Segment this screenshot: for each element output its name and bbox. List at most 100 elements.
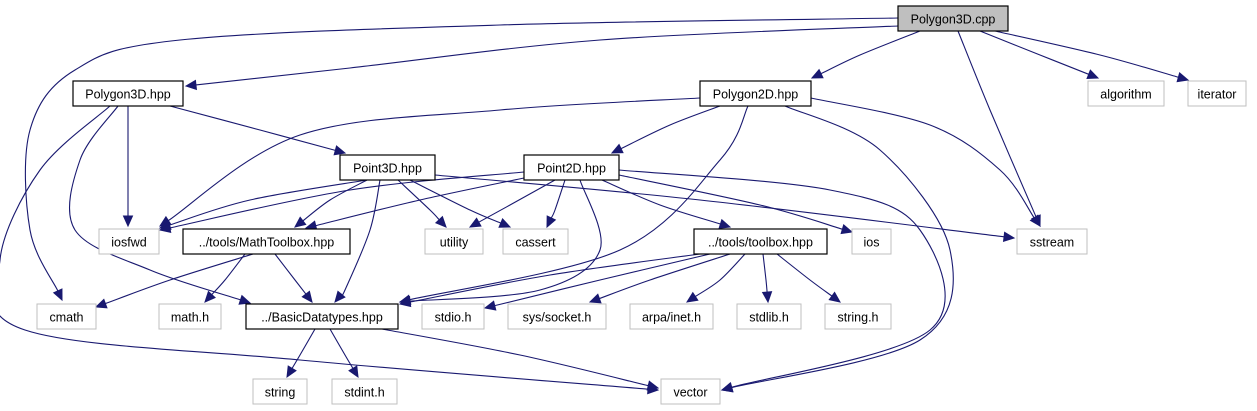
edge-toolbox-hpp-to-basicdatatypes-hpp — [398, 253, 701, 308]
node-stdint-h: stdint.h — [331, 378, 398, 405]
edge-mathtoolbox-hpp-to-basicdatatypes-hpp — [274, 253, 313, 303]
edge-point2d-hpp-to-vector — [618, 169, 946, 393]
arrowhead-icon — [434, 215, 447, 228]
node-label: vector — [673, 386, 707, 400]
edge-line — [776, 253, 833, 297]
edge-line — [274, 253, 307, 295]
edge-point2d-hpp-to-utility — [468, 179, 556, 228]
node-string: string — [252, 378, 308, 405]
edge-line — [169, 171, 525, 229]
node-label: ios — [864, 236, 880, 250]
node-box — [824, 303, 892, 330]
edge-line — [478, 179, 556, 223]
node-basicdatatypes-hpp[interactable]: ../BasicDatatypes.hpp — [245, 303, 399, 330]
edge-line — [105, 253, 254, 305]
edge-toolbox-hpp-to-stdlib-h — [761, 253, 773, 304]
arrowhead-icon — [334, 290, 346, 303]
node-label: stdio.h — [435, 311, 472, 325]
edge-line — [550, 179, 566, 219]
arrowhead-icon — [610, 143, 624, 154]
edge-line — [409, 179, 602, 302]
edge-line — [810, 97, 1035, 219]
arrowhead-icon — [204, 290, 216, 303]
node-label: iterator — [1198, 88, 1237, 102]
node-label: Point2D.hpp — [537, 162, 606, 176]
edge-polygon3d-hpp-to-iosfwd — [122, 106, 134, 228]
node-box — [245, 303, 399, 330]
edge-polygon3d-cpp-to-algorithm — [979, 30, 1100, 80]
edge-line — [168, 97, 701, 222]
edge-line — [994, 30, 1179, 78]
node-box — [424, 228, 484, 255]
arrowhead-icon — [720, 382, 734, 393]
arrowhead-icon — [646, 380, 660, 391]
arrowhead-icon — [840, 223, 854, 235]
node-iterator: iterator — [1187, 80, 1247, 107]
arrowhead-icon — [718, 218, 732, 229]
node-polygon3d-cpp[interactable]: Polygon3D.cpp — [897, 5, 1009, 32]
node-label: ../tools/toolbox.hpp — [708, 236, 813, 250]
node-algorithm: algorithm — [1087, 80, 1165, 107]
arrowhead-icon — [498, 218, 512, 228]
node-cmath: cmath — [36, 303, 97, 330]
node-box — [1087, 80, 1165, 107]
node-box — [36, 303, 97, 330]
node-point3d-hpp[interactable]: Point3D.hpp — [339, 154, 436, 181]
arrowhead-icon — [685, 291, 699, 303]
edge-line — [409, 253, 701, 303]
node-label: Polygon3D.hpp — [85, 88, 171, 102]
node-polygon2d-hpp[interactable]: Polygon2D.hpp — [699, 80, 812, 107]
edge-line — [601, 179, 721, 225]
node-label: Polygon3D.cpp — [911, 13, 996, 27]
edge-polygon3d-cpp-to-iterator — [994, 30, 1190, 83]
edges-layer — [0, 17, 1190, 395]
node-box — [158, 303, 222, 330]
edge-line — [820, 30, 921, 75]
node-sstream: sstream — [1016, 228, 1088, 255]
edge-line — [195, 25, 899, 86]
arrowhead-icon — [1086, 69, 1100, 80]
edge-line — [381, 328, 649, 387]
edge-toolbox-hpp-to-string-h — [776, 253, 841, 303]
node-box — [98, 228, 160, 255]
node-box — [331, 378, 398, 405]
arrowhead-icon — [483, 300, 497, 311]
edge-point3d-hpp-to-basicdatatypes-hpp — [334, 179, 381, 303]
edge-line — [68, 105, 241, 301]
node-label: sstream — [1030, 236, 1074, 250]
arrowhead-icon — [1176, 72, 1190, 83]
edge-line — [211, 253, 246, 295]
edge-line — [434, 174, 1005, 238]
node-utility: utility — [424, 228, 484, 255]
node-box — [699, 80, 812, 107]
edge-polygon3d-hpp-to-basicdatatypes-hpp — [68, 105, 252, 305]
edge-line — [620, 105, 721, 150]
node-box — [660, 378, 721, 405]
edge-polygon3d-cpp-to-polygon3d-hpp — [184, 25, 899, 91]
edge-point3d-hpp-to-sstream — [434, 174, 1016, 242]
edge-line — [979, 30, 1089, 75]
node-box — [736, 303, 802, 330]
node-vector: vector — [660, 378, 721, 405]
edge-polygon3d-hpp-to-point3d-hpp — [169, 105, 347, 156]
node-polygon3d-hpp[interactable]: Polygon3D.hpp — [72, 80, 184, 107]
node-label: ../BasicDatatypes.hpp — [261, 311, 383, 325]
node-box — [629, 303, 714, 330]
node-mathtoolbox-hpp[interactable]: ../tools/MathToolbox.hpp — [182, 228, 351, 255]
edge-line — [957, 30, 1037, 218]
node-point2d-hpp[interactable]: Point2D.hpp — [523, 154, 620, 181]
arrowhead-icon — [286, 365, 297, 379]
edge-line — [169, 105, 336, 151]
edge-line — [599, 253, 731, 300]
node-label: stdint.h — [344, 386, 384, 400]
node-box — [502, 228, 569, 255]
edge-line — [329, 328, 354, 369]
node-box — [507, 303, 607, 330]
edge-polygon3d-cpp-to-polygon2d-hpp — [810, 30, 921, 79]
arrowhead-icon — [1029, 214, 1041, 227]
node-label: string — [265, 386, 296, 400]
node-label: ../tools/MathToolbox.hpp — [199, 236, 335, 250]
node-box — [897, 5, 1009, 32]
node-toolbox-hpp[interactable]: ../tools/toolbox.hpp — [693, 228, 828, 255]
